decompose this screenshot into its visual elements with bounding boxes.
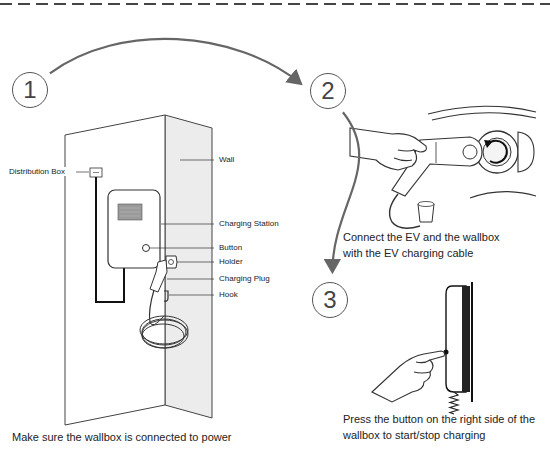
step-number: 1 xyxy=(23,78,36,102)
part-label: Hook xyxy=(218,290,239,299)
cable-coil xyxy=(140,316,188,348)
charging-station xyxy=(108,190,160,268)
caption-text: Make sure the wallbox is connected to po… xyxy=(12,430,232,446)
part-label: Wall xyxy=(218,155,235,164)
step-circle: 2 xyxy=(310,73,346,109)
caption-text: Connect the EV and the wallbox with the … xyxy=(343,230,519,262)
ev-plug xyxy=(390,137,482,228)
step-number: 2 xyxy=(321,79,334,103)
step-arrow xyxy=(50,39,301,84)
hand xyxy=(350,128,426,170)
wallbox-side xyxy=(444,286,471,392)
part-label: Charging Plug xyxy=(218,274,271,283)
distribution-box xyxy=(90,168,102,177)
charging-plug xyxy=(150,260,168,322)
cable-spring xyxy=(450,392,458,414)
leader-lines xyxy=(76,160,214,295)
part-label: Button xyxy=(218,243,243,252)
wall xyxy=(65,115,212,425)
holder xyxy=(166,256,177,268)
part-label: Distribution Box xyxy=(8,167,66,176)
caption-text: Press the button on the right side of th… xyxy=(343,412,537,444)
cable-holder xyxy=(418,202,434,223)
charging-port xyxy=(476,131,534,173)
hand xyxy=(372,351,445,402)
step-number: 3 xyxy=(323,288,336,312)
dashed-border xyxy=(0,3,550,5)
part-label: Holder xyxy=(218,257,244,266)
wall-side xyxy=(471,282,473,402)
part-label: Charging Station xyxy=(218,219,280,228)
step-circle: 1 xyxy=(12,72,48,108)
hook xyxy=(164,291,168,301)
step-circle: 3 xyxy=(312,282,348,318)
